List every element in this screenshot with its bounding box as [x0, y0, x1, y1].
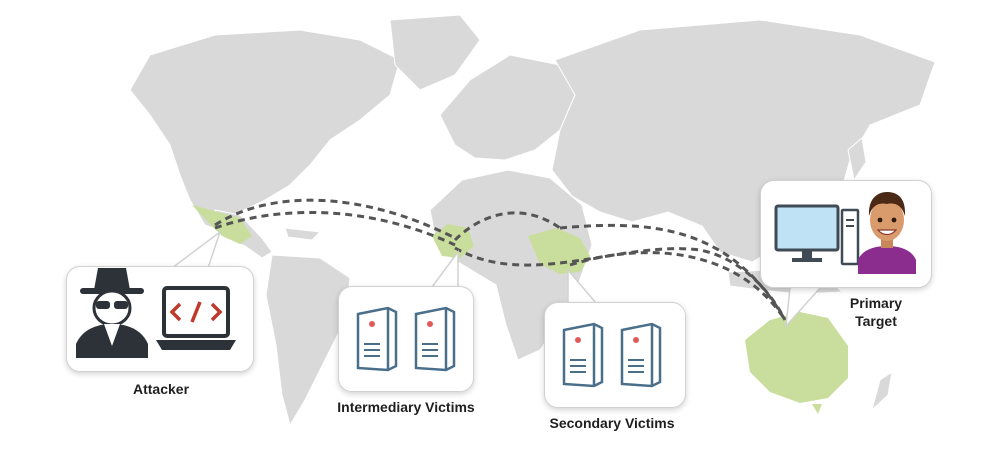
- attacker-pointer: [171, 229, 222, 269]
- caribbean: [284, 227, 322, 241]
- attack-routes: [214, 198, 787, 321]
- server-icon: [562, 322, 604, 388]
- tasmania-highlight: [812, 404, 822, 414]
- secondary-label: Secondary Victims: [549, 415, 675, 431]
- callout-pointers: [171, 229, 821, 329]
- primary-target-label-line2: Target: [855, 313, 897, 329]
- secondary-pointer: [567, 267, 597, 304]
- target-pointer: [785, 287, 821, 329]
- intermediary-label: Intermediary Victims: [337, 399, 475, 415]
- route-attacker-to-intermediary-lower: [214, 210, 456, 247]
- north-america: [129, 29, 401, 233]
- route-secondary-to-target-lower: [569, 251, 787, 321]
- laptop-code-icon: [156, 286, 236, 350]
- person-icon: [858, 192, 916, 274]
- route-attacker-to-intermediary-upper: [214, 198, 456, 240]
- hacker-icon: [76, 268, 148, 358]
- server-icon: [414, 306, 456, 372]
- attacker-label: Attacker: [132, 381, 190, 397]
- japan: [847, 137, 867, 182]
- route-intermediary-to-secondary: [453, 211, 561, 242]
- primary-target-label: Primary Target: [826, 294, 926, 330]
- server-icon: [356, 306, 398, 372]
- route-intermediary-to-target: [454, 246, 787, 321]
- australia-highlight: [745, 312, 848, 403]
- intermediary-pointer: [431, 249, 459, 288]
- west-africa-highlight: [432, 224, 474, 258]
- route-secondary-to-target-upper: [559, 223, 787, 321]
- south-america: [265, 254, 351, 427]
- server-icon: [620, 322, 662, 388]
- new-zealand: [871, 370, 893, 412]
- greenland: [389, 14, 481, 91]
- mexico-highlight: [192, 205, 252, 244]
- europe: [439, 54, 576, 161]
- desktop-computer-icon: [774, 204, 860, 266]
- primary-target-label-line1: Primary: [849, 295, 903, 311]
